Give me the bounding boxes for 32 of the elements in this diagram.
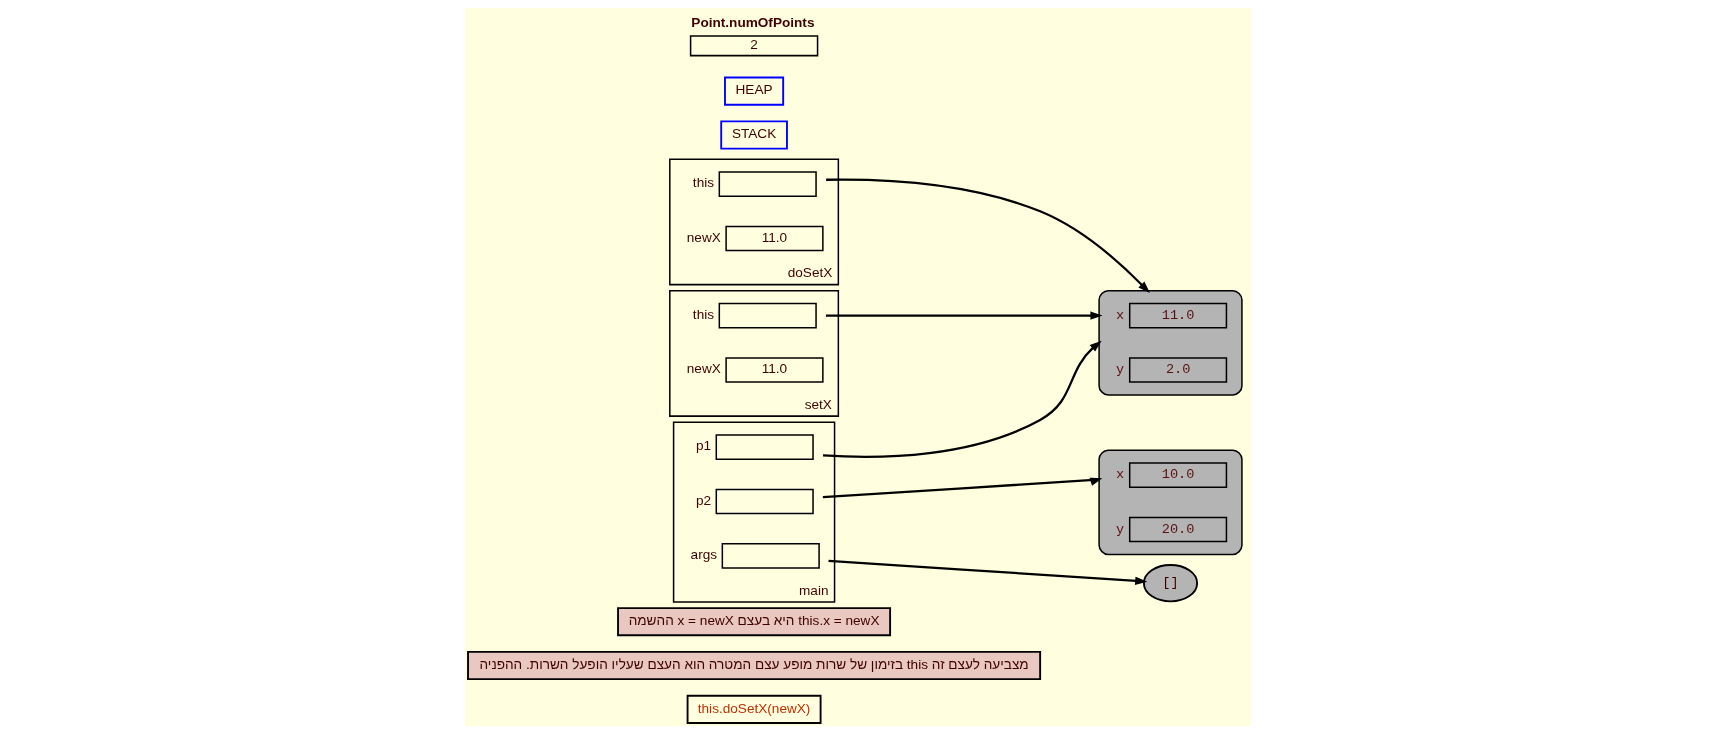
node-box: בזימון של שרות מופע עצם המטרה הוא העצם שעליו הופעל השרות. ההפניה this מצביעה לעצם זה: [467, 650, 1042, 681]
node-box: ההשמה x = newX היא בעצם this.x = newX: [617, 607, 892, 637]
node-label: Point.numOfPoints: [691, 15, 815, 31]
node-label: newX: [686, 229, 721, 245]
node-label: y: [1116, 362, 1125, 378]
node-label: this: [692, 175, 715, 191]
node-box: STACK: [720, 120, 788, 150]
node-label: p1: [695, 438, 712, 454]
node-label: y: [1116, 521, 1125, 537]
arrow: [822, 340, 1102, 458]
node-label: args: [690, 547, 718, 563]
node-box: this.doSetX(newX): [686, 694, 822, 724]
node-label: this: [692, 306, 715, 322]
node-label: x: [1116, 467, 1125, 483]
node-label: doSetX: [787, 265, 833, 281]
cluster: [669, 158, 840, 286]
cluster: [672, 421, 836, 603]
arrow: [822, 477, 1103, 499]
node-label: newX: [686, 361, 721, 377]
cluster: [1098, 289, 1243, 396]
arrow: [825, 311, 1103, 320]
node-label: main: [799, 582, 829, 598]
node-ellipse: []: [1142, 564, 1199, 603]
node-label: p2: [695, 492, 712, 508]
node-box: HEAP: [724, 76, 785, 106]
cluster: [1098, 449, 1243, 556]
cluster: [669, 289, 840, 417]
arrow: [828, 559, 1148, 586]
node-box: 2: [689, 35, 819, 57]
node-label: setX: [804, 396, 832, 412]
node-label: x: [1116, 307, 1125, 323]
arrow: [826, 178, 1150, 294]
